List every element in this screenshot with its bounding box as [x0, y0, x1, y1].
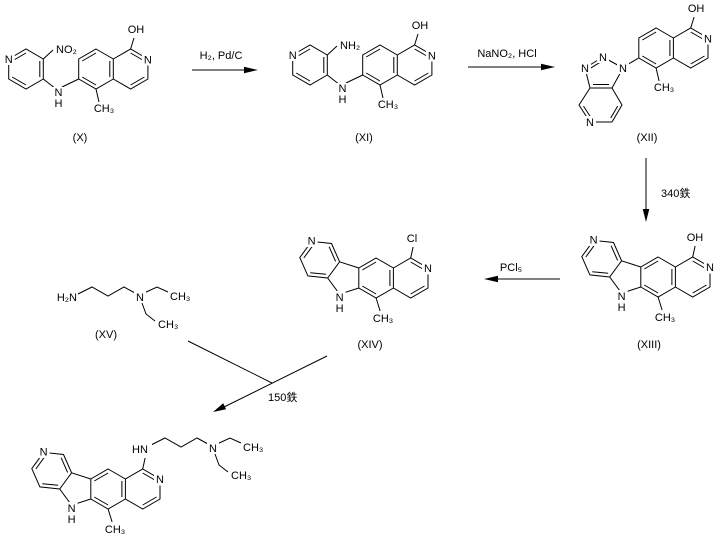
reagent-step2: NaNO₂, HCl	[477, 48, 536, 60]
caption-xii: (XII)	[637, 132, 658, 144]
arrow-branch-from-xv	[187, 340, 273, 384]
arrow-shaft	[221, 355, 328, 409]
arrow-step3: 340鉄	[642, 158, 690, 222]
compound-x: NO₂ (X)	[3, 23, 154, 144]
label-backplate	[128, 443, 152, 456]
compound-xi: NH₂ (XI)	[287, 19, 438, 144]
arrowhead-icon	[484, 275, 498, 283]
arrow-step1: H₂, Pd/C	[192, 50, 258, 74]
triazole-n3-label: N	[581, 63, 589, 75]
compound-xiii: OH (XIII)	[581, 230, 717, 351]
caption-xiii: (XIII)	[637, 339, 661, 351]
triazole-n2-label: N	[599, 52, 607, 64]
caption-xi: (XI)	[355, 132, 373, 144]
label-backplates	[579, 51, 629, 128]
arrowhead-icon	[244, 66, 258, 74]
triazole-n1-label: N	[619, 63, 627, 75]
chloro-label: Cl	[407, 233, 417, 245]
reagent-step4: PCl₅	[500, 262, 522, 274]
caption-x: (X)	[73, 132, 88, 144]
hydroxyl-label: OH	[687, 232, 704, 244]
compound-xiv: Cl (XIV)	[299, 231, 435, 351]
caption-xv: (XV)	[95, 329, 117, 341]
label-backplate	[403, 231, 421, 244]
fused-pyridine-nitrogen-label: N	[586, 117, 594, 129]
label-backplate	[54, 43, 82, 55]
arrow-step2: NaNO₂, HCl	[468, 48, 555, 71]
arrow-step4: PCl₅	[484, 262, 560, 283]
compound-xv: H₂N (XV)	[51, 286, 195, 341]
secondary-amine-label: HN	[132, 444, 148, 456]
label-backplate	[51, 291, 77, 304]
arrowhead-icon	[642, 209, 650, 222]
reagent-step5: 150鉄	[268, 390, 297, 404]
triazole-double-bonds	[583, 60, 619, 119]
arrow-step5: 150鉄	[187, 340, 328, 412]
label-backplate	[683, 230, 707, 243]
arrowhead-icon	[541, 63, 555, 71]
primary-amine-label: H₂N	[57, 292, 77, 304]
compound-xii: N N N N (XII)	[578, 1, 715, 144]
arrowhead-icon	[213, 403, 227, 412]
label-backplate	[338, 39, 366, 51]
amino-label: NH₂	[340, 40, 360, 52]
triazole-ring-bonds	[578, 56, 624, 123]
nitro-label: NO₂	[56, 44, 77, 56]
reagent-step3: 340鉄	[661, 186, 690, 200]
compound-final-product: HN	[31, 437, 268, 537]
reagent-step1: H₂, Pd/C	[200, 50, 243, 62]
caption-xiv: (XIV)	[357, 339, 382, 351]
